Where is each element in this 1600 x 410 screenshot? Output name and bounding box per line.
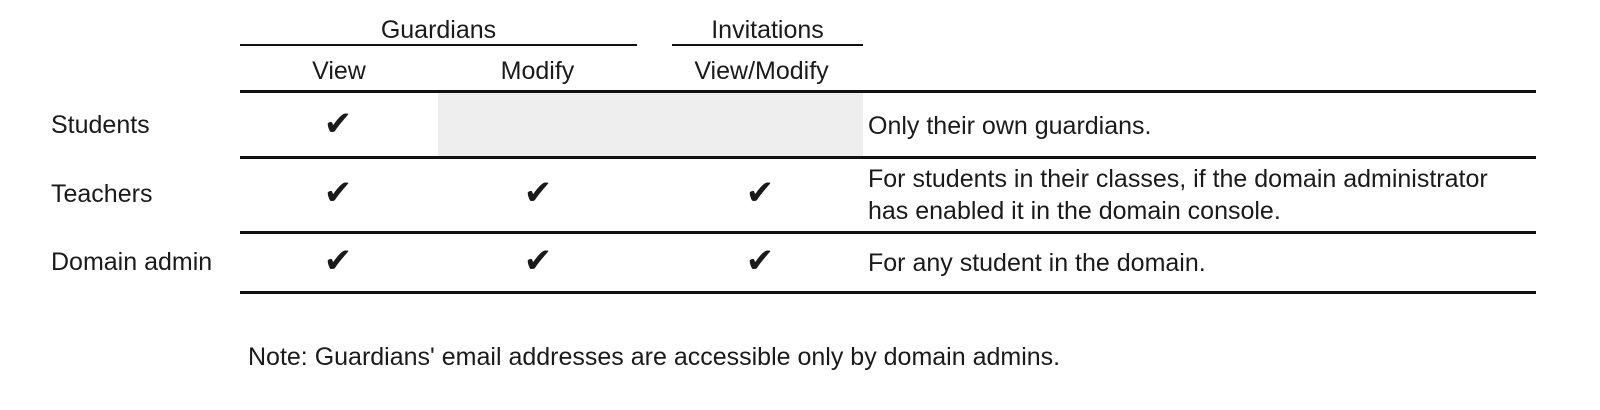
checkmark-teachers-invitations-view-modify: ✔: [745, 173, 775, 213]
table-rule-row-students-bottom: [240, 156, 1536, 159]
checkmark-teachers-guardians-modify: ✔: [523, 173, 553, 213]
column-header-modify: Modify: [500, 57, 575, 85]
column-header-view-modify: View/Modify: [694, 57, 829, 85]
row-label-students: Students: [51, 111, 150, 139]
column-header-view: View: [312, 57, 366, 85]
description-domain-admin: For any student in the domain.: [868, 249, 1206, 277]
row-label-domain-admin: Domain admin: [51, 248, 213, 276]
table-rule-bottom: [240, 291, 1536, 294]
checkmark-students-guardians-view: ✔: [323, 104, 353, 144]
checkmark-teachers-guardians-view: ✔: [323, 173, 353, 213]
row-label-teachers: Teachers: [51, 180, 153, 208]
checkmark-domain-admin-guardians-modify: ✔: [523, 241, 553, 281]
description-teachers: For students in their classes, if the do…: [868, 165, 1488, 225]
table-note: Note: Guardians' email addresses are acc…: [248, 343, 1061, 371]
group-header-invitations: Invitations: [711, 16, 824, 44]
group-header-rule-guardians: [240, 44, 637, 46]
group-header-rule-invitations: [672, 44, 863, 46]
group-header-guardians: Guardians: [380, 16, 497, 44]
checkmark-domain-admin-guardians-view: ✔: [323, 241, 353, 281]
shaded-cell-students-modify: [438, 93, 863, 156]
table-rule-row-teachers-bottom: [240, 231, 1536, 234]
table-rule-header-bottom: [240, 90, 1536, 93]
checkmark-domain-admin-invitations-view-modify: ✔: [745, 241, 775, 281]
description-students: Only their own guardians.: [868, 112, 1152, 140]
